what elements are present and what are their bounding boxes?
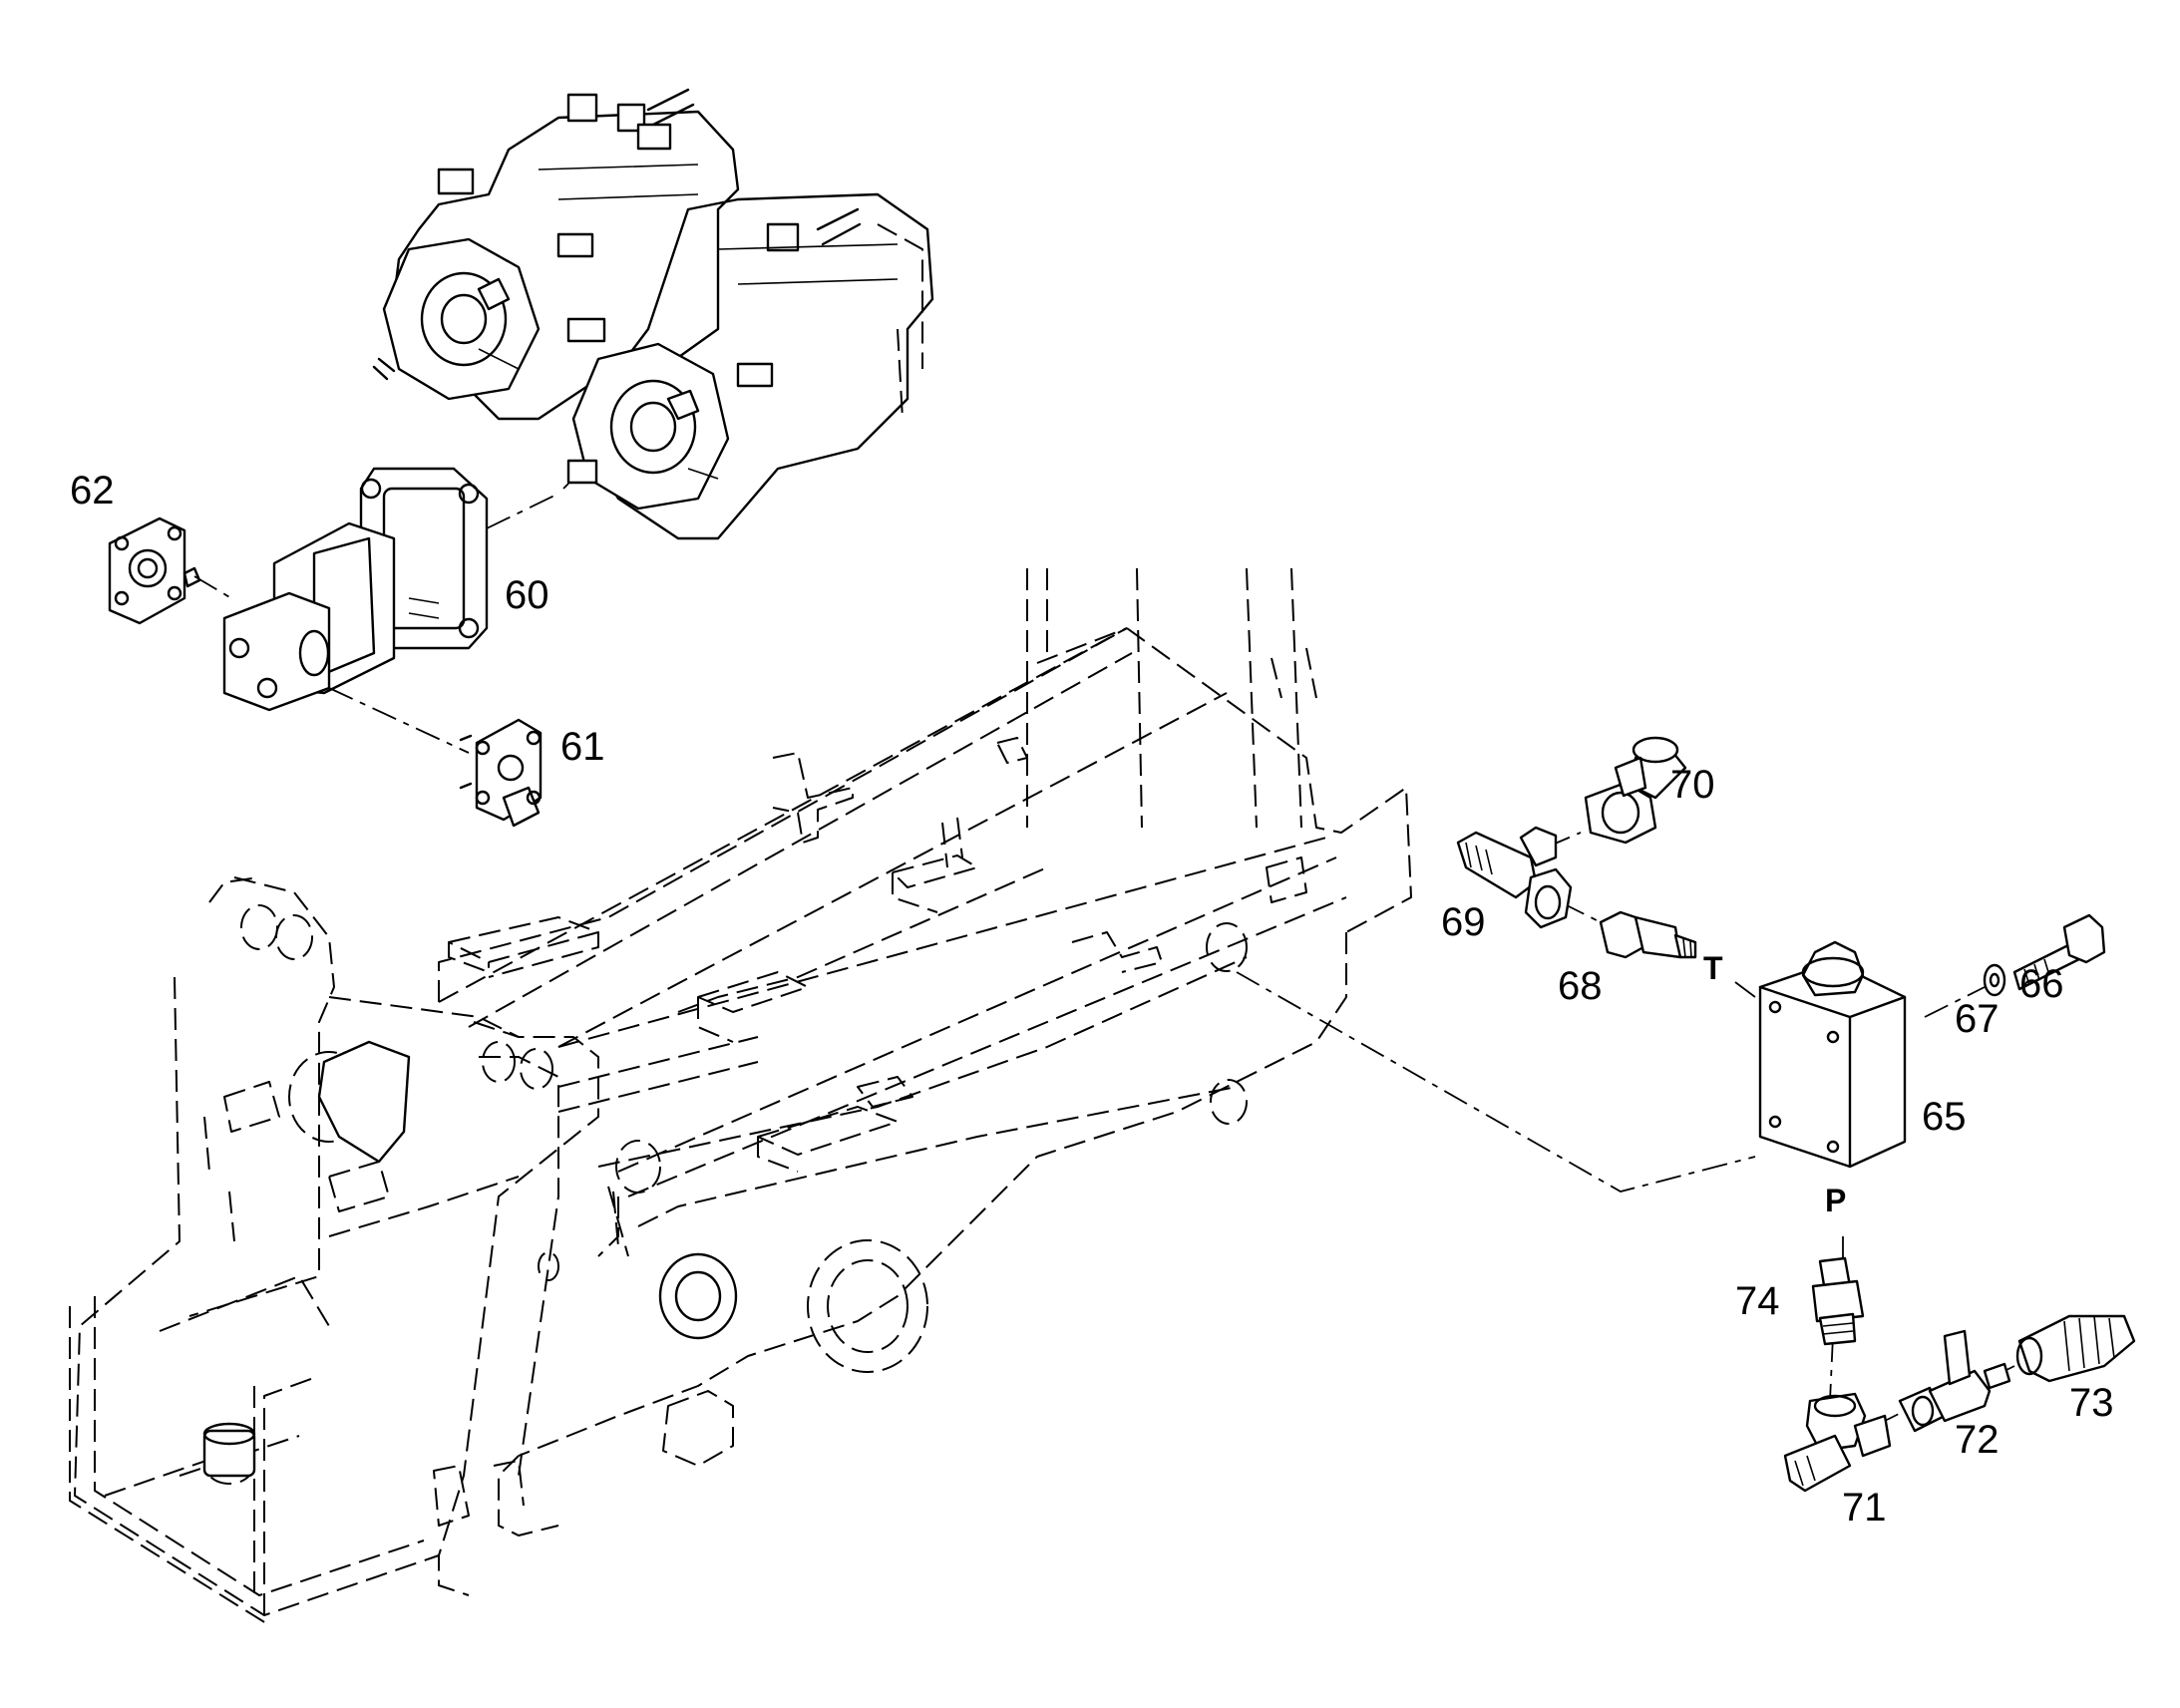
tee-69	[1456, 826, 1573, 929]
tee-72	[1898, 1329, 2011, 1433]
callout-72: 72	[1955, 1418, 1999, 1462]
callout-67: 67	[1955, 997, 1999, 1041]
port-label-tank: T	[1703, 950, 1723, 986]
leader-pump-to-motor	[486, 483, 569, 529]
control-block-65	[1758, 940, 1907, 1169]
callout-68: 68	[1558, 964, 1603, 1008]
callout-71: 71	[1842, 1486, 1887, 1530]
callout-73: 73	[2069, 1381, 2114, 1425]
callout-74: 74	[1735, 1279, 1780, 1323]
callout-62: 62	[70, 469, 115, 512]
bolt-66	[2012, 913, 2106, 991]
adapter-74	[1811, 1256, 1865, 1346]
leader-66-to-block	[1924, 986, 1986, 1018]
tandem-pump-assembly	[372, 88, 934, 540]
leader-74-to-71	[1829, 1335, 1834, 1402]
callout-65: 65	[1922, 1095, 1967, 1139]
fitting-73	[2015, 1314, 2136, 1383]
leader-frame-to-block	[1236, 971, 1756, 1193]
callout-61: 61	[560, 725, 605, 769]
callout-70: 70	[1670, 763, 1715, 807]
port-label-pressure: P	[1825, 1183, 1846, 1218]
callout-60: 60	[505, 573, 549, 617]
frame-solid-details	[202, 1040, 738, 1478]
callout-69: 69	[1441, 900, 1486, 944]
leader-pump-to-61	[328, 687, 470, 754]
gear-pump-60	[222, 467, 489, 712]
adapter-68	[1599, 910, 1697, 959]
flange-61	[459, 718, 543, 828]
callout-66: 66	[2019, 962, 2064, 1006]
washer-67	[1983, 963, 2006, 997]
machine-frame	[69, 567, 1412, 1626]
leader-T-to-block	[1734, 981, 1756, 998]
leader-62-to-pump	[193, 575, 232, 599]
tee-71	[1783, 1392, 1892, 1493]
elbow-70	[1584, 736, 1687, 845]
flange-62	[108, 516, 201, 625]
